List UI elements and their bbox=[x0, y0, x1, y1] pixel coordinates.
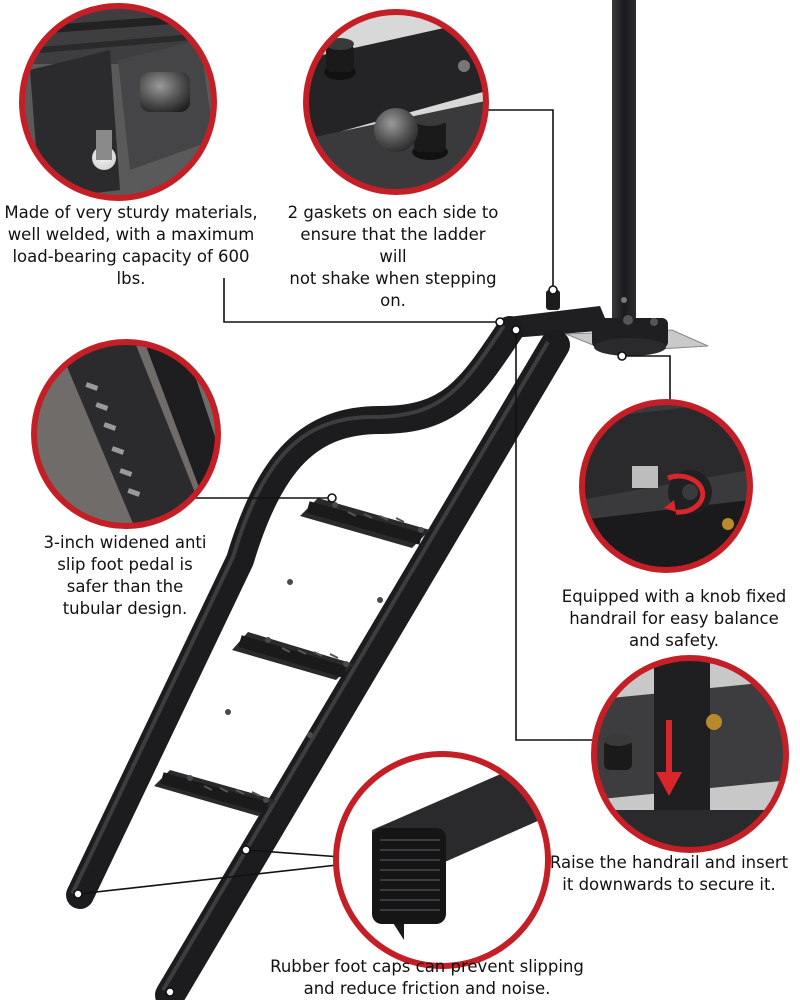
callout-pedal bbox=[31, 339, 221, 529]
caption-rubber-foot-caps: Rubber foot caps can prevent slipping an… bbox=[270, 957, 584, 998]
ladder bbox=[66, 0, 709, 1000]
straight-rail bbox=[155, 330, 570, 1000]
callout-insert bbox=[591, 655, 789, 853]
callout-foot-cap bbox=[333, 751, 551, 969]
leader-endpoints bbox=[73, 285, 627, 997]
caption-knob-handrail: Equipped with a knob fixed handrail for … bbox=[561, 587, 787, 650]
handrail-post bbox=[612, 0, 636, 322]
step-3 bbox=[154, 770, 276, 816]
callout-welded-frame bbox=[19, 3, 217, 201]
step-1 bbox=[300, 498, 430, 548]
callout-knob bbox=[579, 399, 753, 573]
caption-anti-slip-pedal: 3-inch widened anti slip foot pedal is s… bbox=[43, 533, 207, 618]
callout-gaskets bbox=[303, 9, 489, 195]
caption-sturdy-materials: Made of very sturdy materials, well weld… bbox=[4, 203, 258, 288]
step-2 bbox=[232, 632, 354, 680]
caption-gaskets: 2 gaskets on each side to ensure that th… bbox=[287, 203, 499, 310]
caption-raise-handrail: Raise the handrail and insert it downwar… bbox=[549, 853, 789, 894]
